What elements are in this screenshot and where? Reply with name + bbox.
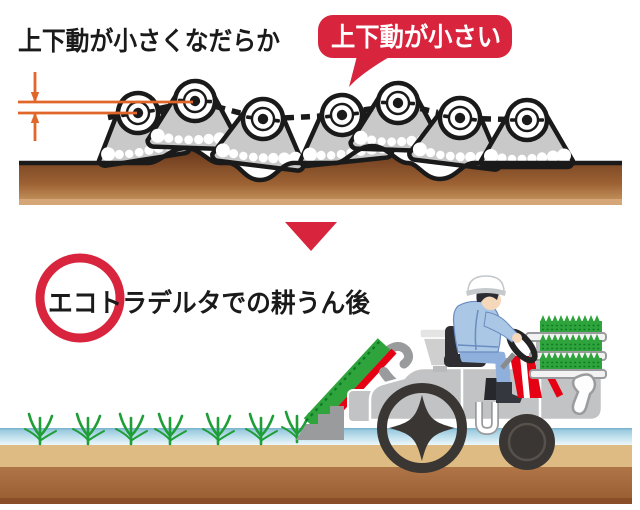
seedling-tray-mat — [539, 314, 603, 334]
red-down-triangle-icon — [285, 222, 337, 251]
seedling-rack — [525, 314, 607, 379]
soil-surface-line — [19, 143, 622, 183]
rice-transplanter — [296, 275, 607, 473]
front-wheel — [377, 383, 467, 473]
soil-fill — [19, 146, 622, 199]
orange-dimension-arrows-icon — [18, 72, 193, 141]
crawler-unit-3 — [212, 94, 311, 172]
planting-fingers — [296, 406, 344, 440]
rear-wheel — [499, 414, 555, 470]
driver — [452, 275, 522, 403]
crawler-travel-diagram — [18, 72, 622, 205]
seedling-ramp — [296, 338, 414, 440]
boot-front — [496, 382, 522, 403]
steering-column — [500, 352, 516, 370]
bubble-caption: 上下動が小さい — [331, 22, 501, 53]
paddy-field-scene — [0, 275, 632, 504]
bottom-strip — [0, 498, 632, 504]
top-caption: 上下動が小さくなだらか — [18, 26, 280, 57]
driver-arm — [483, 311, 519, 343]
axle-path-dashes — [107, 102, 506, 123]
float-fender — [571, 373, 597, 416]
sand-layer — [0, 445, 632, 467]
crawler-unit-7 — [481, 100, 573, 167]
driver-hand — [512, 333, 522, 343]
red-circle-outline-icon — [35, 253, 125, 343]
helmet-band — [466, 288, 506, 296]
bottom-caption: エコトラデルタでの耕うん後 — [48, 288, 371, 319]
step-bracket — [475, 402, 499, 436]
subsoil-layer — [0, 467, 632, 498]
speech-bubble: 上下動が小さい — [318, 15, 512, 87]
soil-bottom-strip — [19, 199, 622, 205]
